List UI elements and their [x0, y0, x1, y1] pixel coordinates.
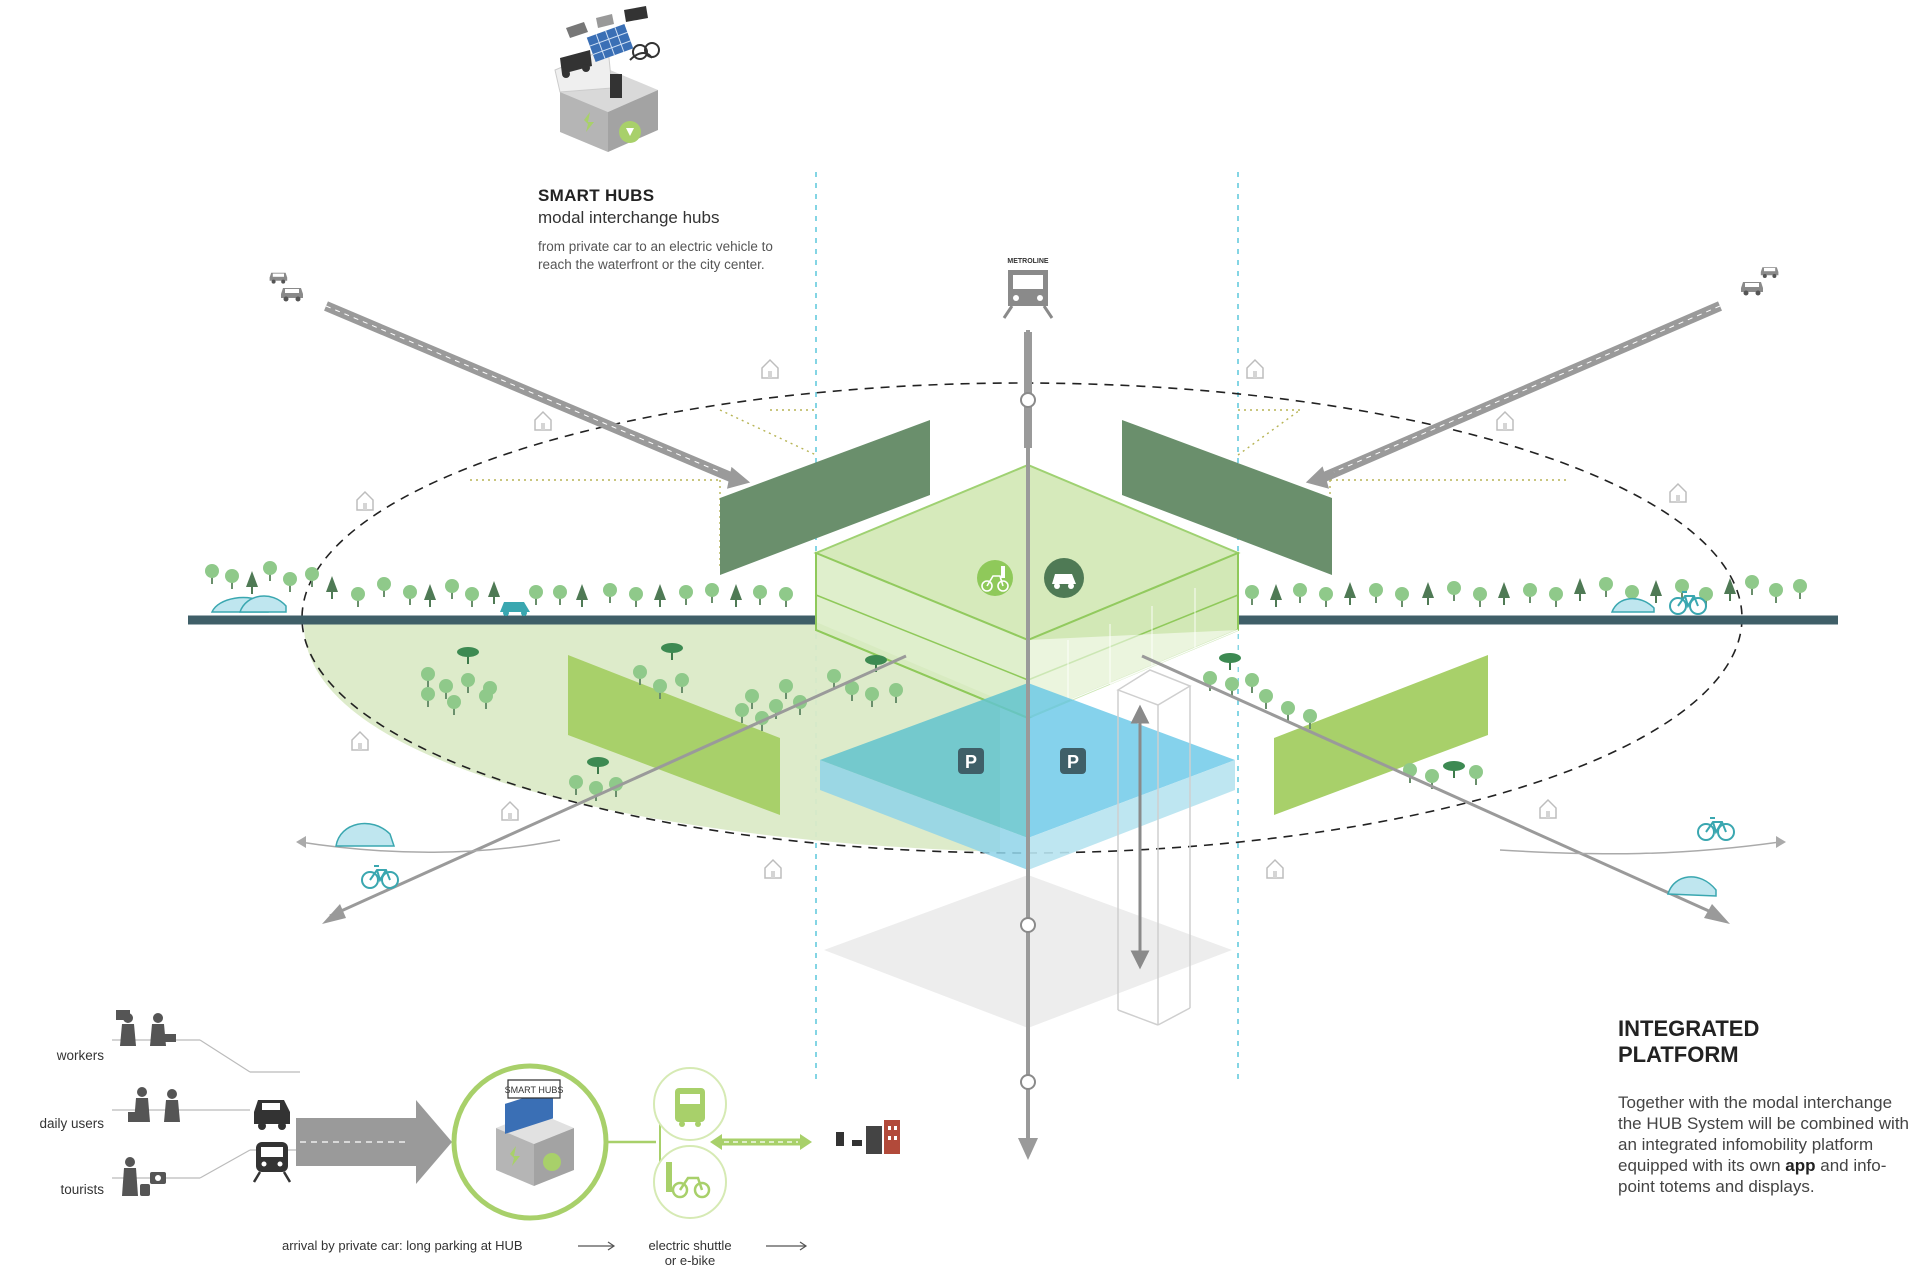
user-label-daily-users: daily users [39, 1116, 104, 1131]
guide-lines [815, 172, 1239, 1085]
tourists-icon [122, 1157, 166, 1196]
elevator-shaft [1116, 669, 1192, 1026]
user-label-workers: workers [56, 1048, 104, 1063]
e-car-icon [1044, 558, 1084, 598]
green-wall-lower-right [1274, 655, 1488, 815]
diagonal-arrow-right [1141, 654, 1730, 924]
metro-line [1018, 330, 1038, 1160]
platform-description-app: app [1785, 1156, 1816, 1175]
road-arrow-right [1305, 301, 1722, 489]
smart-hubs-title: SMART HUBS [538, 186, 655, 205]
bus-icon [653, 1067, 727, 1141]
e-bike-icon [977, 560, 1013, 596]
green-wall-upper-right [1122, 420, 1332, 575]
train-icon: METROLINE [1002, 258, 1054, 319]
shuttle-label: electric shuttle or e-bike [630, 1238, 750, 1268]
user-label-tourists: tourists [60, 1182, 104, 1197]
connector-dotted-lines [470, 409, 1570, 570]
parking-icon: P [958, 748, 984, 774]
road-arrow-left [324, 301, 751, 489]
flow-arrows [578, 1241, 808, 1251]
hub-box-circle: SMART HUBS [451, 1063, 609, 1221]
dashed-connector [710, 1134, 812, 1150]
parking-icon: P [1060, 748, 1086, 774]
metro-label: METROLINE [1007, 258, 1049, 265]
big-arrow [296, 1100, 452, 1184]
workers-icon [116, 1010, 176, 1046]
arrival-label: arrival by private car: long parking at … [282, 1238, 523, 1253]
platform-title: INTEGRATED PLATFORM [1618, 1016, 1838, 1068]
platform-title-line1: INTEGRATED [1618, 1016, 1760, 1041]
daily-users-icon [128, 1087, 180, 1122]
green-wall-upper-left [720, 420, 930, 575]
train-icon [252, 1142, 292, 1183]
curve-arrow-right [1499, 817, 1786, 897]
smart-hubs-subtitle: modal interchange hubs [538, 208, 720, 227]
parking-label: P [1067, 752, 1079, 772]
platform-description: Together with the modal interchange the … [1618, 1092, 1918, 1197]
tree-row-left [205, 561, 793, 607]
elevator-arrow [1130, 704, 1150, 970]
car-icon [254, 1100, 290, 1130]
e-car-icon [1610, 591, 1707, 615]
shuttle-label-line1: electric shuttle [648, 1238, 732, 1253]
platform-description-text: Together with the modal interchange the … [1618, 1093, 1910, 1175]
parking-label: P [965, 752, 977, 772]
e-bike-icon [653, 1145, 727, 1219]
city-icons [836, 1120, 900, 1154]
hub-box-label: SMART HUBS [505, 1085, 564, 1095]
connector-line [606, 1104, 661, 1182]
diagonal-arrow-left [322, 654, 907, 924]
platform-description-text-end: and info-point totems and displays. [1618, 1156, 1887, 1196]
smart-hubs-description: from private car to an electric vehicle … [538, 239, 773, 272]
platform-title-line2: PLATFORM [1618, 1042, 1739, 1067]
tree-row-right [1245, 575, 1807, 607]
shuttle-label-line2: or e-bike [664, 1253, 716, 1268]
smart-hub-box-illustration [554, 6, 660, 152]
green-wall-lower-left [568, 655, 780, 815]
e-car-icon [210, 595, 530, 616]
curve-arrow-left [296, 822, 561, 889]
